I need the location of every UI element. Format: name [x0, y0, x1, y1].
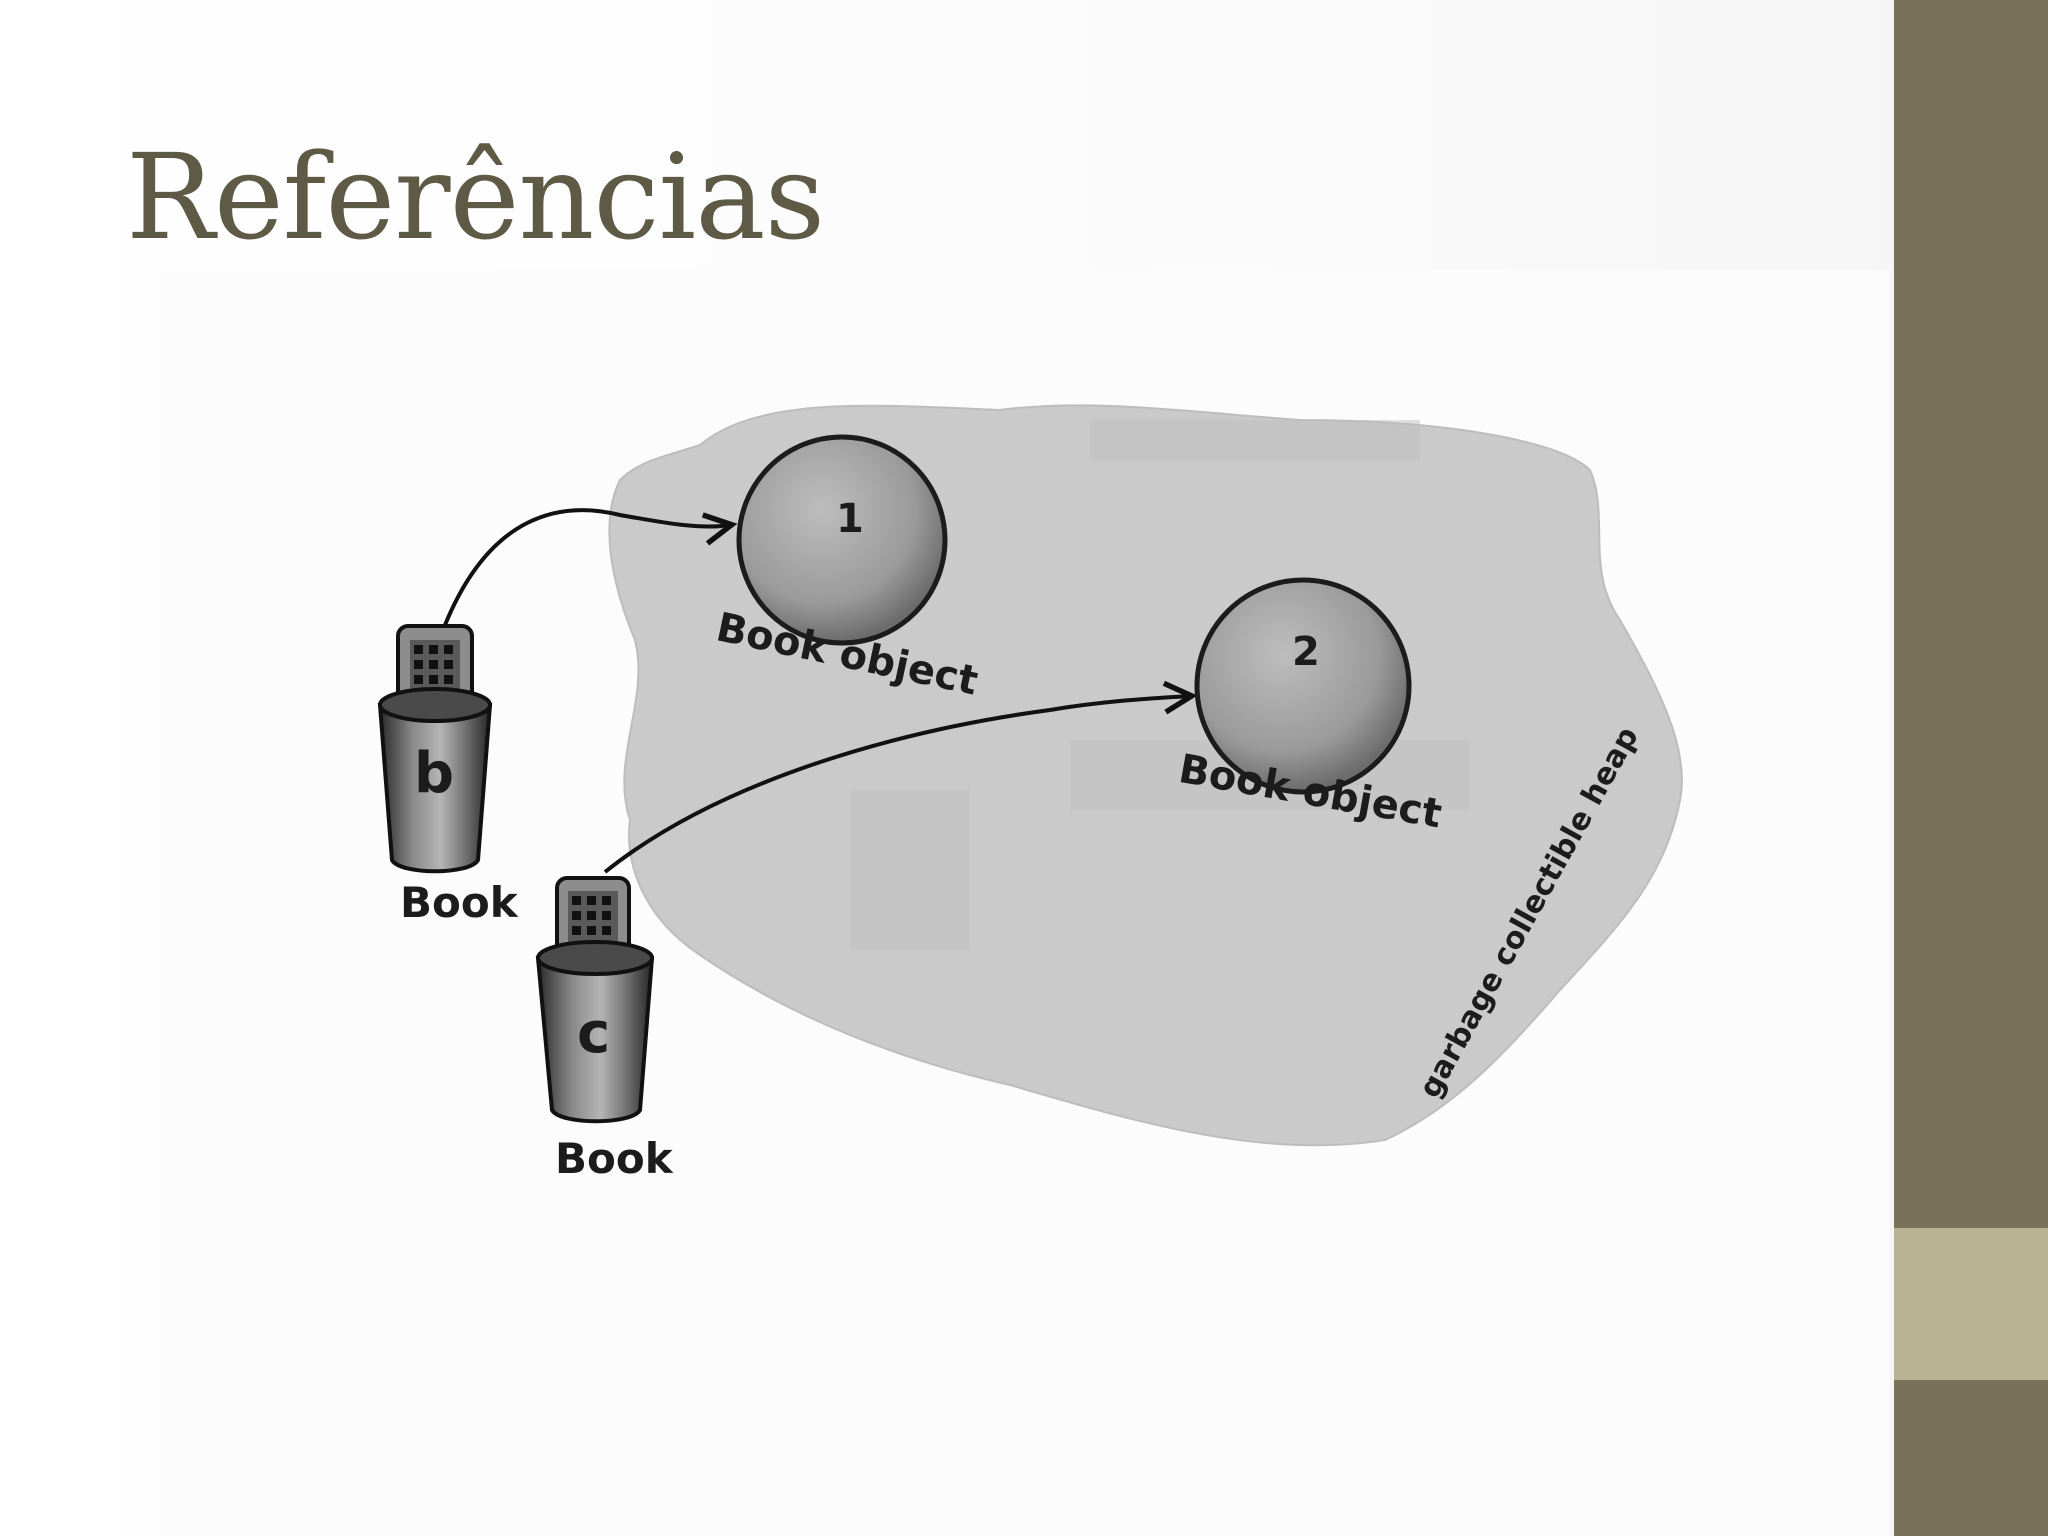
object-1-number: 1: [836, 496, 864, 542]
faded-text-smudge: [1090, 420, 1420, 460]
cup-icon: [377, 703, 493, 874]
reference-arrow-b: [443, 508, 730, 626]
reference-variable-c: c Book: [535, 876, 674, 1183]
variable-b-type: Book: [400, 878, 519, 927]
variable-b-name: b: [414, 741, 454, 806]
variable-c-name: c: [577, 1001, 610, 1066]
cup-icon: [535, 956, 655, 1124]
reference-arrow-c: [603, 696, 1190, 874]
slide-title: Referências: [126, 128, 825, 266]
variable-c-type: Book: [555, 1134, 674, 1183]
reference-variable-b: b Book: [377, 624, 519, 927]
object-2-number: 2: [1292, 629, 1320, 675]
faded-cup-smudge: [850, 790, 970, 950]
sidebar-accent-decoration: [1894, 1228, 2048, 1380]
